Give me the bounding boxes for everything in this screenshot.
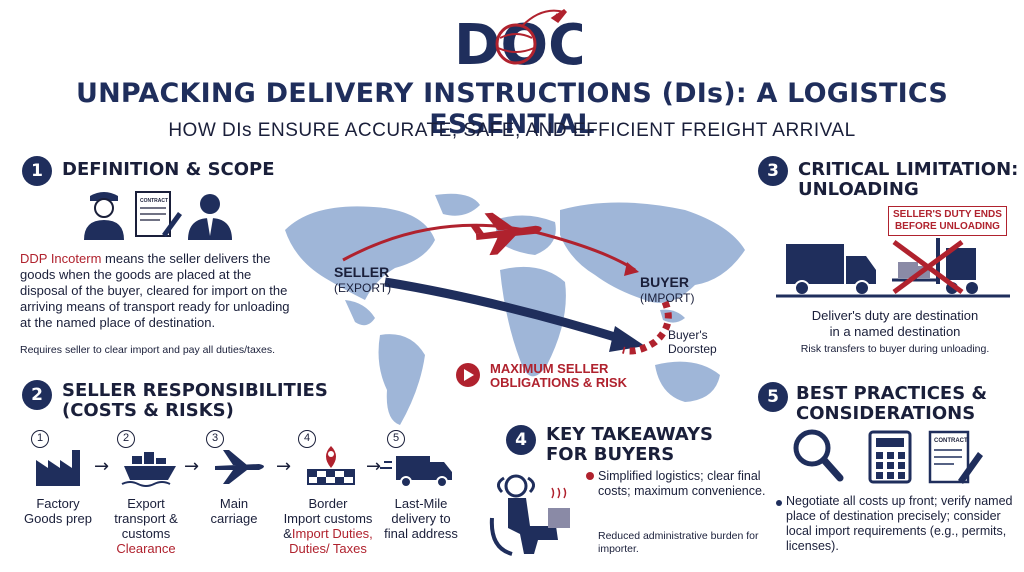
section4-number: 4 xyxy=(506,425,536,455)
calculator-icon xyxy=(868,430,912,484)
ship-icon xyxy=(121,452,176,487)
section3-note: Risk transfers to buyer during unloading… xyxy=(800,343,990,355)
worker-icon xyxy=(84,192,124,240)
step2-label: Export transport & customs Clearance xyxy=(114,496,178,556)
section4-title: KEY TAKEAWAYS FOR BUYERS xyxy=(546,424,713,465)
contract-pen-icon: CONTRACT xyxy=(928,430,983,484)
doorstep-route-dashed xyxy=(622,300,672,355)
section3-text: Deliver's duty are destination in a name… xyxy=(811,308,979,339)
section4-bullet-dot xyxy=(586,472,594,480)
section2-title: SELLER RESPONSIBILITIES (COSTS & RISKS) xyxy=(62,380,328,421)
arrow-1: → xyxy=(94,456,109,477)
step4-label: Border Import customs &Import Duties, Du… xyxy=(283,496,373,556)
section2-number: 2 xyxy=(22,380,52,410)
step1-number: 1 xyxy=(31,430,49,448)
factory-icon xyxy=(36,450,80,486)
logo-plane-icon xyxy=(550,9,568,24)
magnifier-icon xyxy=(793,429,844,482)
unloading-illustration xyxy=(776,238,1010,298)
section5-title: BEST PRACTICES & CONSIDERATIONS xyxy=(796,383,988,424)
route-arrows xyxy=(342,212,672,355)
doorstep-label: Buyer's Doorstep xyxy=(668,328,717,356)
step2-number: 2 xyxy=(117,430,135,448)
prohibited-x-icon xyxy=(892,239,964,295)
section1-note: Requires seller to clear import and pay … xyxy=(20,344,276,356)
step3-label: Main carriage xyxy=(210,496,258,526)
businessman-icon xyxy=(188,194,232,240)
section5-bullet-dot xyxy=(776,500,782,506)
arrow-2: → xyxy=(184,456,199,477)
section1-title: DEFINITION & SCOPE xyxy=(62,159,275,180)
logo-text: DOC xyxy=(454,13,582,74)
seller-duty-badge: SELLER'S DUTY ENDS BEFORE UNLOADING xyxy=(888,206,1007,236)
arrow-3: → xyxy=(276,456,291,477)
relaxed-buyer-icon xyxy=(489,474,570,556)
border-location-icon xyxy=(307,446,355,485)
sea-route-arrow xyxy=(384,277,627,345)
seller-label: SELLER (EXPORT) xyxy=(334,264,392,295)
page-title: UNPACKING DELIVERY INSTRUCTIONS (DIs): A… xyxy=(75,78,949,140)
buyer-label: BUYER (IMPORT) xyxy=(640,274,695,305)
plane-icon xyxy=(215,450,264,484)
airplane-icon xyxy=(469,212,542,256)
step5-number: 5 xyxy=(387,430,405,448)
contract-icon: CONTRACT xyxy=(135,191,182,237)
step3-number: 3 xyxy=(206,430,224,448)
step-icons: → → → → xyxy=(36,446,452,488)
doc-logo: DOC xyxy=(454,9,582,74)
section5-contract-label: CONTRACT xyxy=(934,438,968,444)
section1-illustration: CONTRACT xyxy=(84,191,232,240)
arrow-4: → xyxy=(366,456,381,477)
ddp-term: DDP Incoterm xyxy=(20,251,102,266)
delivery-truck-icon xyxy=(380,456,452,488)
world-map xyxy=(285,193,745,425)
section4-note: Reduced administrative burden for import… xyxy=(598,530,759,555)
page-subtitle: HOW DIs ENSURE ACCURATE, SAFE, AND EFFIC… xyxy=(168,120,856,141)
step4-number: 4 xyxy=(298,430,316,448)
step5-label: Last-Mile delivery to final address xyxy=(384,496,458,541)
truck-icon xyxy=(786,244,876,296)
section5-bullet: Negotiate all costs up front; verify nam… xyxy=(786,494,1013,553)
section3-number: 3 xyxy=(758,156,788,186)
steam-icon xyxy=(551,487,567,499)
best-practice-icons: CONTRACT xyxy=(793,429,983,484)
section4-bullet: Simplified logistics; clear final costs;… xyxy=(598,469,766,498)
play-arrow-icon xyxy=(456,363,480,387)
section3-title: CRITICAL LIMITATION: UNLOADING xyxy=(798,159,1019,200)
section5-number: 5 xyxy=(758,382,788,412)
section1-number: 1 xyxy=(22,156,52,186)
section1-contract-label: CONTRACT xyxy=(140,198,168,204)
step1-label: Factory Goods prep xyxy=(24,496,92,526)
risk-callout: MAXIMUM SELLER OBLIGATIONS & RISK xyxy=(490,361,627,390)
globe-icon xyxy=(495,23,537,65)
section1-definition: DDP Incoterm means the seller delivers t… xyxy=(20,251,290,330)
